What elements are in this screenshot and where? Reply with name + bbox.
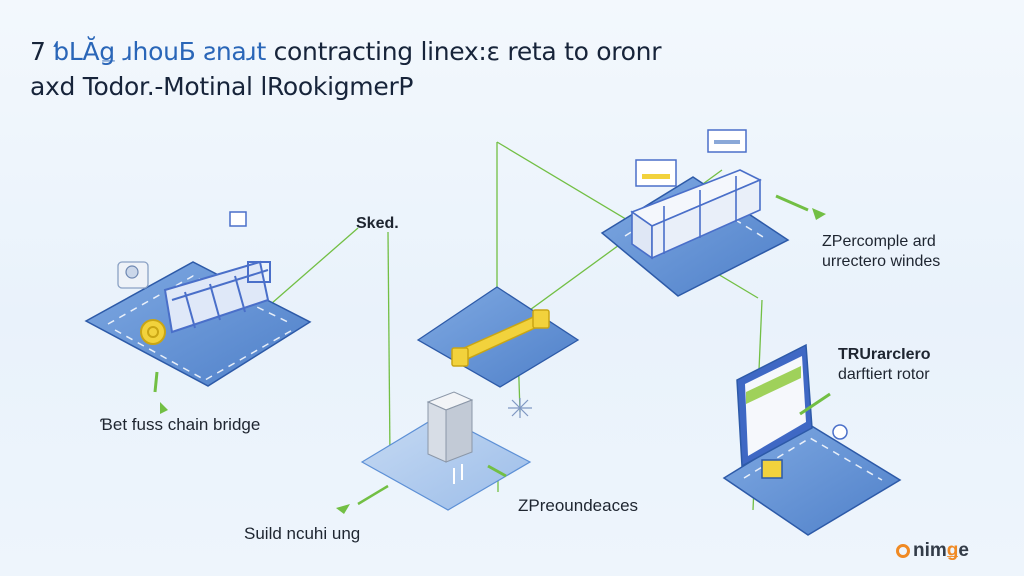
camera-icon xyxy=(117,261,149,289)
logo-accent: ǥ xyxy=(946,540,959,561)
label-left-bridge: Ɓet fuss chain bridge xyxy=(100,415,261,434)
logo-text: nimǥe xyxy=(913,540,969,562)
sign-board-icon xyxy=(635,129,747,187)
label-bottom-left: Suild ncuhi ung xyxy=(244,524,361,543)
chain-coin-icon xyxy=(140,319,166,345)
label-sked: Sked. xyxy=(356,215,399,232)
logo-icon xyxy=(896,544,910,558)
title-rest: contracting linex:ε reta to oronr xyxy=(265,37,662,66)
title-highlight: ƅLĂǥ ɹhouƂ ƨnaɹt xyxy=(53,37,266,66)
label-right-top-1: ZPercomple ard xyxy=(822,233,936,250)
arrow-icon xyxy=(336,504,350,514)
arrow-icon xyxy=(487,464,507,478)
logo-prefix: nim xyxy=(913,540,947,561)
arrow-icon xyxy=(775,194,809,212)
arrow-icon xyxy=(160,402,168,414)
label-right-mid-2: darftiert rotor xyxy=(838,366,930,383)
title-prefix: 7 xyxy=(30,37,54,66)
label-right-top-2: urrectero windes xyxy=(822,253,941,270)
arrow-icon xyxy=(357,484,389,506)
brand-logo: nimǥe xyxy=(896,540,969,562)
gear-icon xyxy=(832,424,848,440)
yellow-beam xyxy=(451,309,550,367)
label-bottom-center: ZPreoundeaces xyxy=(518,496,639,515)
logo-suffix: e xyxy=(958,540,969,561)
arrow-icon xyxy=(812,208,826,220)
arrow-icon xyxy=(153,371,159,393)
spark-icon xyxy=(508,398,532,418)
arrow-icon xyxy=(799,392,831,416)
label-right-mid-1: TRUrarcIero xyxy=(838,346,931,363)
truss-bridge xyxy=(163,260,271,334)
server-box-icon xyxy=(426,391,474,484)
title-line-2: axd Todor.-Motinal lRookigmerP xyxy=(30,72,414,101)
monitor-icon xyxy=(736,343,813,479)
tank-structure xyxy=(630,169,762,260)
mini-flag-icon xyxy=(229,211,247,227)
page-title: 7 ƅLĂǥ ɹhouƂ ƨnaɹt contracting linex:ε r… xyxy=(30,34,661,104)
